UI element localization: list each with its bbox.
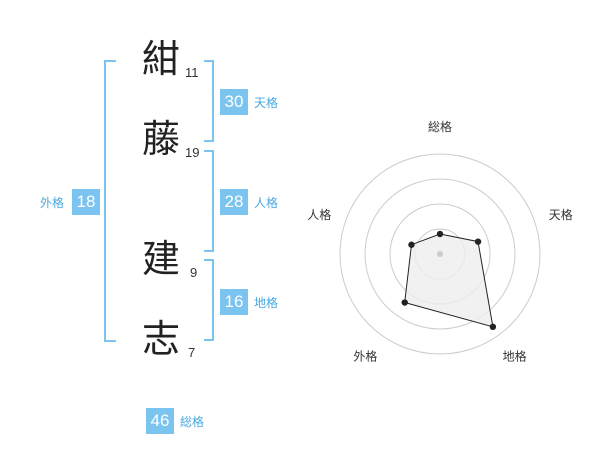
- radar-axis-label-4: 外格: [353, 349, 377, 364]
- radar-point-3: [489, 323, 497, 331]
- gaikaku-score: 18: [72, 189, 100, 215]
- radar-point-5: [408, 241, 415, 248]
- stroke-count-2: 19: [185, 145, 200, 160]
- radar-point-2: [474, 238, 482, 245]
- soukaku-label: 総格: [180, 415, 205, 429]
- gaikaku-bracket: [104, 60, 116, 342]
- radar-ring-3: [364, 178, 516, 330]
- name-char-4: 志: [142, 317, 181, 361]
- radar-point-4: [401, 299, 408, 306]
- radar-axis-label-5: 人格: [307, 207, 331, 222]
- stroke-count-1: 11: [185, 65, 199, 80]
- radar-point-1: [436, 230, 444, 238]
- chikaku-bracket: [204, 259, 214, 341]
- radar-center: [437, 251, 443, 257]
- chikaku-label: 地格: [254, 296, 279, 310]
- stroke-count-4: 7: [188, 345, 196, 360]
- radar-polygon: [404, 233, 494, 328]
- gaikaku-label: 外格: [40, 196, 65, 210]
- tenkaku-label: 天格: [254, 96, 279, 110]
- stroke-count-3: 9: [190, 265, 198, 280]
- jinkaku-bracket: [204, 150, 214, 252]
- tenkaku-bracket: [204, 60, 214, 142]
- jinkaku-score: 28: [220, 189, 248, 215]
- tenkaku-score: 30: [220, 89, 248, 115]
- soukaku-score: 46: [146, 408, 174, 434]
- radar-ring-4: [339, 153, 541, 355]
- name-char-1: 紺: [142, 37, 181, 81]
- radar-axis-label-1: 総格: [428, 119, 452, 134]
- radar-axis-label-2: 天格: [549, 207, 573, 222]
- radar-axis-label-3: 地格: [503, 349, 527, 364]
- name-char-3: 建: [142, 237, 181, 281]
- jinkaku-label: 人格: [254, 196, 279, 210]
- chikaku-score: 16: [220, 289, 248, 315]
- name-char-2: 藤: [142, 117, 181, 161]
